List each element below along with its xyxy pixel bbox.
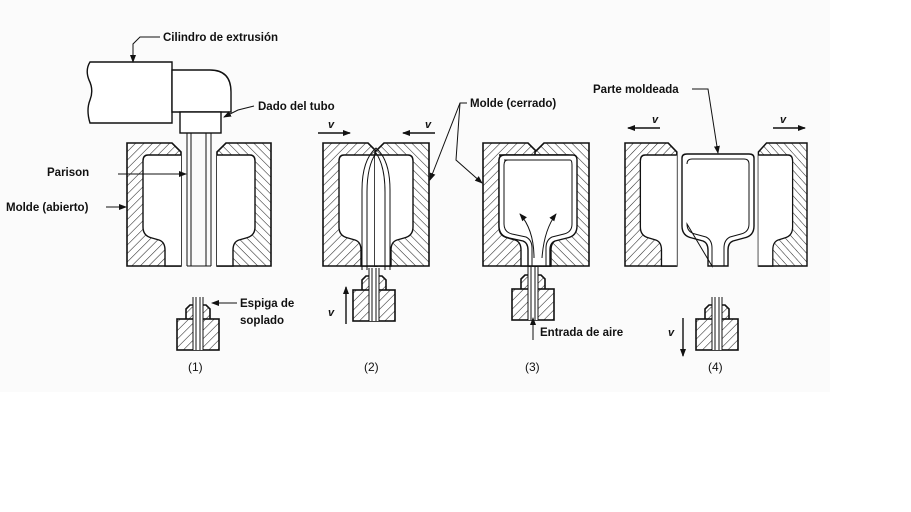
extruder-leader-arrow [130, 36, 160, 63]
stage-4: v v v Parte moldeada (4) [593, 84, 808, 374]
mold-half-left [624, 142, 678, 267]
molded-part-leader-arrow [692, 88, 720, 154]
air-flow-arrow-left [519, 213, 535, 259]
velocity-label: v [780, 114, 787, 126]
stage-3: Entrada de aire (3) Molde (cerrado) [429, 98, 623, 374]
stage-1: Cilindro de extrusión Dado del tubo Pari… [6, 32, 335, 374]
tube-die [179, 111, 222, 134]
stage-label-3: (3) [525, 360, 540, 374]
velocity-label: v [328, 119, 335, 131]
blown-part [498, 154, 578, 267]
blow-pin-label-1: Espiga de [240, 298, 294, 310]
molded-part-label: Parte moldeada [593, 84, 679, 96]
parison-tube [186, 133, 212, 267]
velocity-label: v [652, 114, 659, 126]
velocity-label: v [668, 327, 675, 339]
parison-label: Parison [47, 167, 89, 179]
stage-label-2: (2) [364, 360, 379, 374]
pinched-parison [361, 147, 391, 270]
die-label: Dado del tubo [258, 101, 335, 113]
mold-open-label: Molde (abierto) [6, 202, 89, 214]
mold-half-right [374, 142, 430, 267]
air-flow-arrow-right [541, 213, 557, 259]
mold-half-left [322, 142, 378, 267]
stage-label-1: (1) [188, 360, 203, 374]
mold-half-left [126, 142, 182, 267]
stage-2: v v v (2) [318, 119, 435, 374]
mold-half-right [216, 142, 272, 267]
die-leader-arrow [223, 105, 255, 118]
velocity-label: v [425, 119, 432, 131]
mold-closed-label: Molde (cerrado) [470, 98, 556, 110]
extruder-label: Cilindro de extrusión [163, 32, 278, 44]
stage-label-4: (4) [708, 360, 723, 374]
velocity-label: v [328, 307, 335, 319]
mold-half-right [757, 142, 808, 267]
extruder-elbow [171, 69, 232, 113]
blow-pin-label-2: soplado [240, 315, 284, 327]
mold-closed-leader-arrow-2 [455, 102, 483, 184]
extruder-cylinder [86, 61, 173, 124]
air-inlet-label: Entrada de aire [540, 327, 623, 339]
